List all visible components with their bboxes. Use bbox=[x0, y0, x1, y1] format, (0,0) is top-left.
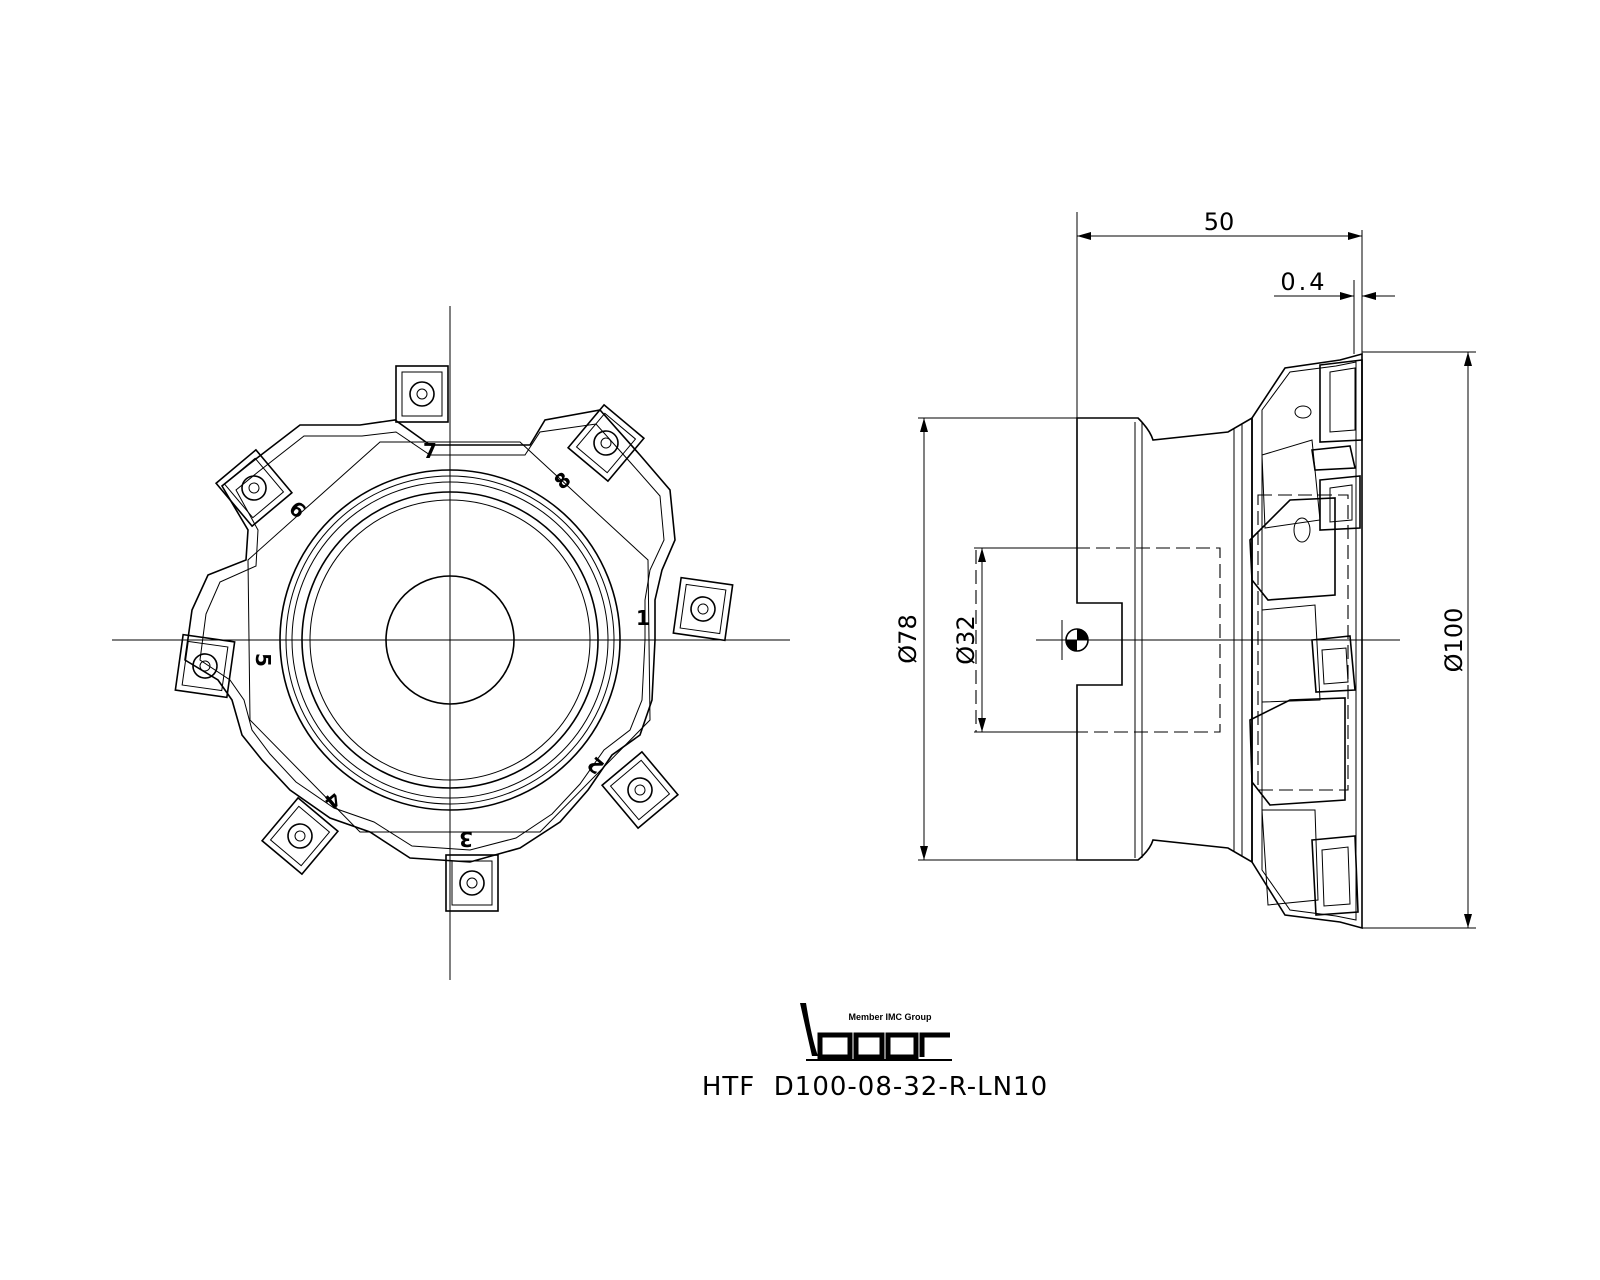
insert-screw-icon bbox=[690, 596, 716, 622]
cutter-body-outline bbox=[184, 409, 676, 863]
logo-c bbox=[853, 1032, 885, 1060]
insert-screw-icon bbox=[241, 475, 267, 501]
cutter-head-inner bbox=[1261, 361, 1357, 921]
insert-6 bbox=[214, 448, 294, 528]
insert-screw-icon bbox=[287, 823, 313, 849]
logo-r bbox=[919, 1032, 950, 1057]
dim-cutter-diameter-label: Ø100 bbox=[1440, 608, 1468, 673]
insert-5 bbox=[174, 633, 236, 699]
dim-shank-diameter-label: Ø78 bbox=[894, 614, 922, 663]
dim-cutter-diameter: Ø100 bbox=[1362, 351, 1476, 929]
hidden-pocket bbox=[1257, 494, 1349, 791]
insert-screw-icon bbox=[593, 430, 619, 456]
insert-1 bbox=[672, 576, 734, 642]
logo-i-stroke bbox=[800, 1003, 818, 1056]
dim-length: 50 bbox=[1076, 208, 1363, 418]
insert-number-7: 7 bbox=[423, 439, 437, 463]
dim-bore-diameter-label: Ø32 bbox=[952, 615, 980, 664]
dim-shank-diameter: Ø78 bbox=[894, 417, 1077, 861]
center-mark-fill bbox=[1066, 629, 1088, 651]
insert-screw-icon bbox=[627, 777, 653, 803]
dim-offset-label: 0.4 bbox=[1280, 268, 1327, 296]
insert-3 bbox=[445, 854, 499, 912]
insert-8 bbox=[566, 403, 646, 483]
outer-ring-3 bbox=[291, 481, 609, 799]
dim-length-label: 50 bbox=[1204, 208, 1235, 236]
product-code: HTF D100-08-32-R-LN10 bbox=[702, 1072, 1048, 1102]
logo-s bbox=[817, 1032, 853, 1060]
shank-body bbox=[1076, 416, 1253, 864]
insert-number-6: 6 bbox=[284, 496, 310, 523]
side-view: 50 0.4 Ø78 Ø32 bbox=[894, 208, 1476, 930]
insert-screw-icon bbox=[409, 381, 435, 407]
bore-circle bbox=[385, 575, 515, 705]
insert-2 bbox=[600, 750, 680, 830]
brand-logo: Member IMC Group bbox=[800, 1003, 952, 1061]
side-inserts bbox=[1249, 359, 1363, 916]
hidden-bore bbox=[975, 547, 1221, 733]
insert-7 bbox=[395, 365, 449, 423]
insert-4 bbox=[260, 796, 340, 876]
face-octagon bbox=[247, 441, 651, 833]
dim-offset: 0.4 bbox=[1274, 268, 1395, 354]
insert-number-3: 3 bbox=[459, 827, 473, 851]
insert-screw-icon bbox=[192, 653, 218, 679]
middle-ring bbox=[301, 491, 599, 789]
logo-a bbox=[885, 1032, 919, 1060]
insert-number-1: 1 bbox=[636, 606, 650, 630]
dim-bore-diameter: Ø32 bbox=[952, 547, 1077, 733]
logo-member-text: Member IMC Group bbox=[848, 1012, 932, 1022]
middle-ring-2 bbox=[309, 499, 591, 781]
outer-ring bbox=[279, 469, 621, 811]
front-view: 1 2 3 4 5 6 7 8 bbox=[112, 306, 790, 980]
cutter-body-inner-outline bbox=[199, 423, 665, 851]
insert-number-5: 5 bbox=[251, 653, 275, 667]
outer-ring-2 bbox=[285, 475, 615, 805]
insert-screw-icon bbox=[459, 870, 485, 896]
